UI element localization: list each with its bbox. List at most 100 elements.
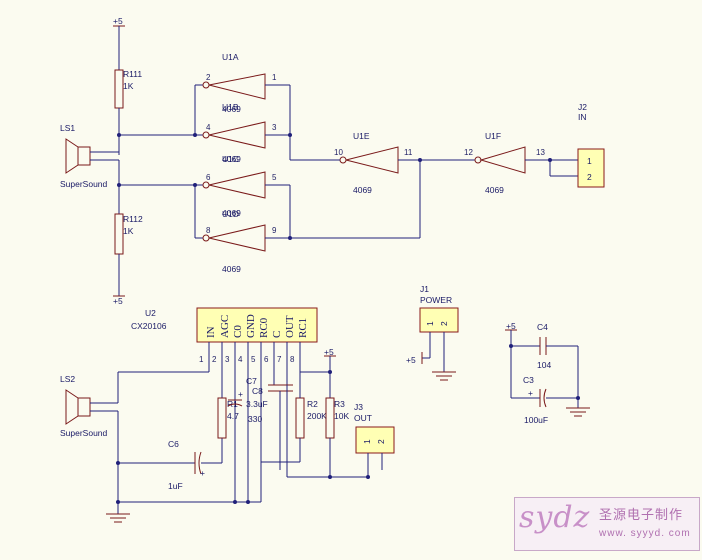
u1f-ref: U1F <box>485 131 501 141</box>
r111-ref: R111 <box>123 69 142 79</box>
r3-body <box>325 397 335 439</box>
u2-pin-numbers: 1 2 3 4 5 6 7 8 <box>199 355 295 364</box>
vcc-bottom-label: +5 <box>113 296 123 306</box>
c7-value: 3.3uF <box>246 399 268 409</box>
c8-ref: C8 <box>252 386 263 396</box>
u1d-pin-in: 8 <box>206 226 211 235</box>
u1e-ref: U1E <box>353 131 370 141</box>
u1c-pin-in: 6 <box>206 173 211 182</box>
r112-ref: R112 <box>123 214 143 224</box>
svg-text:7: 7 <box>277 355 282 364</box>
u1e-pin-in: 10 <box>334 148 343 157</box>
r2-body <box>295 397 305 439</box>
svg-text:1: 1 <box>199 355 204 364</box>
c6-value: 1uF <box>168 481 183 491</box>
r112-value: 1K <box>123 226 134 236</box>
svg-text:C: C <box>271 331 283 338</box>
j1-connector <box>419 307 459 333</box>
c3-plus: + <box>528 388 533 398</box>
u1c-value: 4069 <box>222 208 241 218</box>
j2-value: IN <box>578 112 587 122</box>
watermark-logo: sydz <box>519 500 591 535</box>
c4-ref: C4 <box>537 322 548 332</box>
ls2-body <box>77 397 91 417</box>
c6-ref: C6 <box>168 439 179 449</box>
j2-pin2: 2 <box>587 172 592 182</box>
u1a-value: 4069 <box>222 104 241 114</box>
r1-body <box>217 397 227 439</box>
j1-ref: J1 <box>420 284 429 294</box>
vcc-c4-label: +5 <box>506 321 516 331</box>
ground-symbol-j1 <box>432 371 456 381</box>
j3-value: OUT <box>354 413 372 423</box>
c3-ref: C3 <box>523 375 534 385</box>
watermark: sydz 圣源电子制作 www. syyyd. com <box>514 497 700 551</box>
r3-value: 10K <box>334 411 349 421</box>
u2-ref: U2 <box>145 308 156 318</box>
ls2-value: SuperSound <box>60 428 108 438</box>
j1-value: POWER <box>420 295 452 305</box>
c3-value: 100uF <box>524 415 548 425</box>
vcc-r3-label: +5 <box>324 347 334 357</box>
svg-text:6: 6 <box>264 355 269 364</box>
r111-value: 1K <box>123 81 134 91</box>
u1c-symbol <box>208 171 266 199</box>
c7-plus: + <box>238 389 243 399</box>
svg-text:GND: GND <box>245 314 257 338</box>
ls2-ref: LS2 <box>60 374 75 384</box>
svg-text:3: 3 <box>225 355 230 364</box>
c6-plus: + <box>200 468 205 478</box>
u1f-pin-in: 12 <box>464 148 473 157</box>
c7-ref: C7 <box>246 376 257 386</box>
ls1-body <box>77 146 91 166</box>
u1e-value: 4069 <box>353 185 372 195</box>
watermark-url: www. syyyd. com <box>599 528 691 539</box>
r3-ref: R3 <box>334 399 345 409</box>
svg-text:OUT: OUT <box>284 315 296 338</box>
u1e-pin-out: 11 <box>404 148 413 157</box>
watermark-name: 圣源电子制作 <box>599 507 684 522</box>
j2-pin1: 1 <box>587 156 592 166</box>
u1a-ref: U1A <box>222 52 239 62</box>
r2-value: 200K <box>307 411 327 421</box>
j3-pin1: 1 <box>362 439 372 444</box>
c4-value: 104 <box>537 360 551 370</box>
u1d-value: 4069 <box>222 264 241 274</box>
j3-ref: J3 <box>354 402 363 412</box>
u1e-symbol <box>345 146 399 174</box>
svg-text:RC0: RC0 <box>258 317 270 338</box>
u1f-symbol <box>479 146 526 174</box>
ground-symbol-main <box>106 513 130 523</box>
u1f-value: 4069 <box>485 185 504 195</box>
svg-text:4: 4 <box>238 355 243 364</box>
c8-value: 330 <box>248 414 262 424</box>
j2-connector <box>577 148 605 188</box>
u1b-value: 4069 <box>222 154 241 164</box>
u1b-ref: U1B <box>222 102 239 112</box>
r2-ref: R2 <box>307 399 318 409</box>
u1f-pin-out: 13 <box>536 148 545 157</box>
vcc-j1-label: +5 <box>406 355 416 365</box>
vcc-top-label: +5 <box>113 16 123 26</box>
u1d-ref: U1D <box>222 209 239 219</box>
svg-text:RC1: RC1 <box>297 318 309 338</box>
svg-text:5: 5 <box>251 355 256 364</box>
svg-text:C0: C0 <box>232 325 244 338</box>
u1c-pin-out: 5 <box>272 173 277 182</box>
ls1-cone <box>65 138 79 174</box>
ls1-value: SuperSound <box>60 179 108 189</box>
u1d-pin-out: 9 <box>272 226 277 235</box>
svg-text:2: 2 <box>212 355 217 364</box>
u1c-ref: U1C <box>222 154 239 164</box>
ls2-cone <box>65 389 79 425</box>
ground-symbol-c3 <box>566 407 590 417</box>
u2-value: CX20106 <box>131 321 167 331</box>
j1-pin1: 1 <box>425 321 435 326</box>
u1b-pin-out: 3 <box>272 123 277 132</box>
j1-pin2: 2 <box>439 321 449 326</box>
r111-body <box>114 69 124 109</box>
ls1-ref: LS1 <box>60 123 75 133</box>
j2-ref: J2 <box>578 102 587 112</box>
